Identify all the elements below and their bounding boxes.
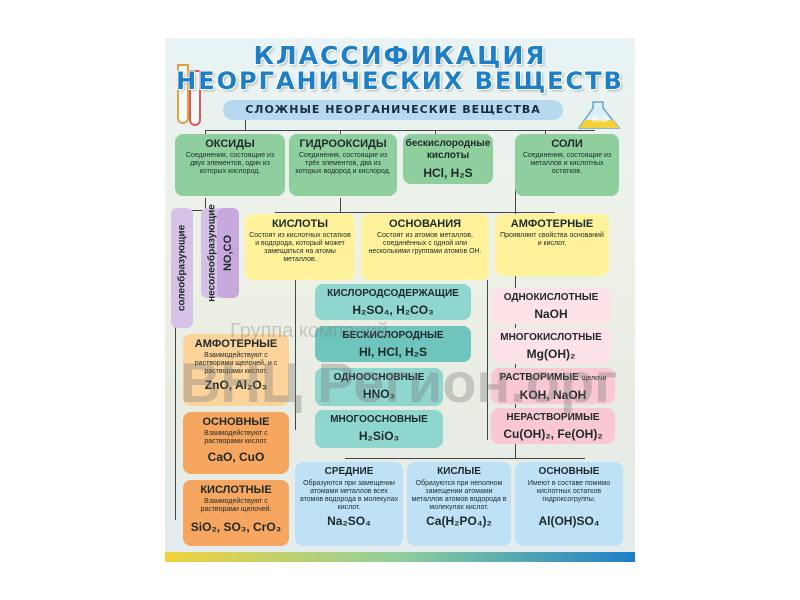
base-type-insoluble-formula: Cu(OH)₂, Fe(OH)₂ (503, 427, 603, 441)
acids-box: КИСЛОТЫ Состоят из кислотных остатков и … (245, 214, 355, 280)
bases-desc: Состоят из атомов металлов, соединённых … (368, 232, 482, 255)
base-type-monoacid-formula: NaOH (534, 307, 568, 321)
hydroxides-desc: Соединения, состоящие из трёх элементов,… (295, 152, 391, 175)
test-tube-icon (189, 70, 201, 126)
connector-hydroxide (340, 198, 341, 212)
salt-type-acid-title: КИСЛЫЕ (437, 466, 481, 477)
non-salt-formula-box: NO,CO (217, 208, 239, 298)
base-type-polyacid-formula: Mg(OH)₂ (526, 347, 576, 361)
acid-type-polybasic-formula: H₂SiO₃ (358, 429, 400, 443)
amphoteric-hydroxides-desc: Проявляют свойства оснований и кислот. (500, 232, 604, 247)
test-tube-icon (177, 64, 189, 124)
poster: H₂O КЛАССИФИКАЦИЯ НЕОРГАНИЧЕСКИХ ВЕЩЕСТВ… (165, 38, 635, 562)
subtitle-bar: СЛОЖНЫЕ НЕОРГАНИЧЕСКИЕ ВЕЩЕСТВА (223, 100, 563, 120)
base-type-soluble-note: щелочи (581, 375, 607, 382)
amphoteric-oxides-box: АМФОТЕРНЫЕ Взаимодействуют с растворами … (183, 334, 289, 406)
salt-type-normal-box: СРЕДНИЕ Образуются при замещении атомами… (295, 462, 403, 546)
amphoteric-oxides-formula: ZnO, Al₂O₃ (204, 378, 268, 392)
salts-title: СОЛИ (551, 138, 583, 150)
hydroxides-box: ГИДРООКСИДЫ Соединения, состоящие из трё… (289, 134, 397, 196)
base-type-soluble-title: РАСТВОРИМЫЕ (499, 372, 579, 383)
basic-oxides-formula: CaO, CuO (207, 450, 265, 464)
acids-desc: Состоят из кислотных остатков и водорода… (249, 232, 351, 263)
oxides-desc: Соединения, состоящие из двух элементов,… (185, 152, 275, 175)
connector-oxide (205, 198, 206, 210)
acid-type-monobasic-title: ОДНООСНОВНЫЕ (333, 372, 425, 383)
salt-type-acid-formula: Ca(H₂PO₄)₂ (426, 514, 492, 528)
amphoteric-oxides-desc: Взаимодействуют с растворами щелочей, и … (194, 352, 278, 375)
salt-type-normal-title: СРЕДНИЕ (324, 466, 374, 477)
amphoteric-hydroxides-box: АМФОТЕРНЫЕ Проявляют свойства оснований … (495, 214, 609, 276)
acidic-oxides-formula: SiO₂, SO₃, CrO₃ (190, 520, 282, 534)
salt-type-acid-box: КИСЛЫЕ Образуются при неполном замещении… (407, 462, 511, 546)
basic-oxides-box: ОСНОВНЫЕ Взаимодействуют с растворами ки… (183, 412, 289, 474)
oxides-title: ОКСИДЫ (205, 138, 255, 150)
oxygen-free-acids-box: бескислородные кислоты HCl, H₂S (403, 134, 493, 184)
connector-hydroxide-h (275, 212, 555, 213)
base-type-polyacid-title: МНОГОКИСЛОТНЫЕ (500, 332, 602, 343)
connector-top (205, 130, 595, 131)
acidic-oxides-desc: Взаимодействуют с растворами щелочей. (200, 498, 272, 513)
base-type-soluble-box: РАСТВОРИМЫЕ щелочи KOH, NaOH (491, 368, 615, 404)
salt-forming-label-box: солеобразующие (171, 208, 193, 328)
acid-type-polybasic-title: МНОГООСНОВНЫЕ (330, 414, 428, 425)
connector-salts-h (345, 458, 585, 459)
connector-acids (295, 280, 296, 430)
amphoteric-oxides-title: АМФОТЕРНЫЕ (194, 338, 278, 350)
base-type-monoacid-title: ОДНОКИСЛОТНЫЕ (503, 292, 599, 303)
salt-type-basic-title: ОСНОВНЫЕ (538, 466, 600, 477)
acid-type-oxygen-title: КИСЛОРОДСОДЕРЖАЩИЕ (327, 288, 459, 299)
acid-type-oxygen-free-box: БЕСКИСЛОРОДНЫЕ HI, HCl, H₂S (315, 326, 471, 362)
salt-type-normal-formula: Na₂SO₄ (327, 514, 371, 528)
connector (245, 120, 246, 130)
acids-title: КИСЛОТЫ (271, 218, 329, 230)
acid-type-monobasic-formula: HNO₃ (362, 387, 396, 401)
poster-title-line1: КЛАССИФИКАЦИЯ (253, 41, 547, 70)
non-salt-formula: NO,CO (222, 234, 234, 272)
connector-oxide-left (175, 210, 176, 520)
poster-title-line2: НЕОРГАНИЧЕСКИХ ВЕЩЕСТВ (176, 67, 624, 95)
connector-bases (487, 280, 488, 440)
base-type-soluble-formula: KOH, NaOH (519, 388, 587, 402)
hydroxides-title: ГИДРООКСИДЫ (299, 138, 387, 150)
acid-type-oxygen-formula: H₂SO₄, H₂CO₃ (352, 303, 434, 317)
salts-box: СОЛИ Соединения, состоящие из металлов и… (515, 134, 619, 196)
acidic-oxides-title: КИСЛОТНЫЕ (200, 484, 272, 496)
base-type-polyacid-box: МНОГОКИСЛОТНЫЕ Mg(OH)₂ (491, 328, 611, 364)
flask-label: H₂O (592, 115, 608, 124)
acid-type-oxygen-free-formula: HI, HCl, H₂S (358, 345, 427, 359)
bottom-stripe (165, 552, 635, 562)
base-type-monoacid-box: ОДНОКИСЛОТНЫЕ NaOH (491, 288, 611, 324)
base-type-insoluble-box: НЕРАСТВОРИМЫЕ Cu(OH)₂, Fe(OH)₂ (491, 408, 615, 444)
basic-oxides-title: ОСНОВНЫЕ (202, 416, 270, 428)
oxygen-free-acids-title: бескислородные кислоты (405, 138, 491, 161)
oxygen-free-acids-formula: HCl, H₂S (423, 166, 473, 180)
acid-type-polybasic-box: МНОГООСНОВНЫЕ H₂SiO₃ (315, 410, 443, 448)
basic-oxides-desc: Взаимодействуют с растворами кислот. (204, 430, 268, 445)
salt-forming-label: солеобразующие (176, 224, 188, 312)
acid-type-oxygen-free-title: БЕСКИСЛОРОДНЫЕ (342, 330, 444, 341)
non-salt-forming-label: несолеобразующие (206, 204, 218, 302)
salt-type-basic-formula: Al(OH)SO₄ (538, 514, 600, 528)
salt-type-normal-desc: Образуются при замещении атомами металло… (299, 480, 399, 511)
acid-type-oxygen-box: КИСЛОРОДСОДЕРЖАЩИЕ H₂SO₄, H₂CO₃ (315, 284, 471, 320)
base-type-insoluble-title: НЕРАСТВОРИМЫЕ (506, 412, 600, 423)
acid-type-monobasic-box: ОДНООСНОВНЫЕ HNO₃ (315, 368, 443, 406)
amphoteric-hydroxides-title: АМФОТЕРНЫЕ (510, 218, 594, 230)
salts-desc: Соединения, состоящие из металлов и кисл… (522, 152, 612, 175)
salt-type-basic-desc: Имеют в составе помимо кислотных остатко… (527, 480, 611, 503)
bases-box: ОСНОВАНИЯ Состоят из атомов металлов, со… (361, 214, 489, 280)
flask-icon: H₂O (575, 100, 625, 130)
salt-type-basic-box: ОСНОВНЫЕ Имеют в составе помимо кислотны… (515, 462, 623, 546)
oxides-box: ОКСИДЫ Соединения, состоящие из двух эле… (175, 134, 285, 196)
salt-type-acid-desc: Образуются при неполном замещении атомам… (411, 480, 507, 511)
bases-title: ОСНОВАНИЯ (388, 218, 462, 230)
acidic-oxides-box: КИСЛОТНЫЕ Взаимодействуют с растворами щ… (183, 480, 289, 546)
base-type-soluble-header: РАСТВОРИМЫЕ щелочи (491, 372, 615, 385)
